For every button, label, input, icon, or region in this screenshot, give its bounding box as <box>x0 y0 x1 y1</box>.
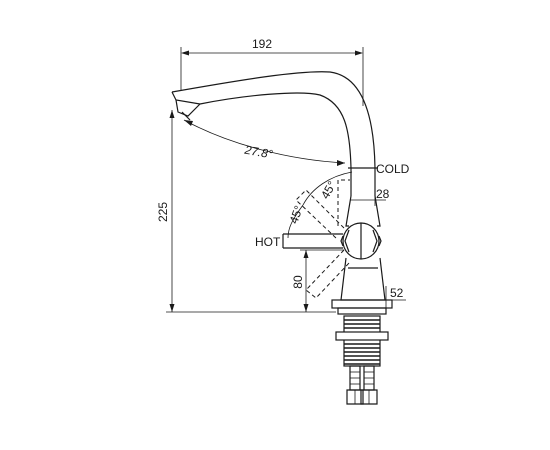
faucet-spout <box>171 71 376 169</box>
handle-lever: HOT <box>255 233 343 249</box>
hot-label: HOT <box>255 235 281 249</box>
dimension-192: 192 <box>180 37 364 106</box>
angle-27-8-label: 27.8° <box>243 143 274 162</box>
cold-label: COLD <box>376 162 410 176</box>
supply-hoses <box>346 365 378 405</box>
threaded-shank <box>335 315 389 367</box>
dimension-225: 225 <box>156 110 336 313</box>
dimension-225-label: 225 <box>156 202 170 222</box>
dimension-52-label: 52 <box>390 286 404 300</box>
angle-45-cold-label: 45° <box>318 178 339 201</box>
cold-indicator: COLD 28 <box>350 162 410 206</box>
dimension-28-label: 28 <box>376 187 390 201</box>
dimension-80: 80 <box>291 249 344 312</box>
dimension-80-label: 80 <box>291 275 305 289</box>
dimension-192-label: 192 <box>252 37 272 51</box>
dimension-52: 52 <box>384 286 406 308</box>
angle-27-8: 27.8° <box>183 119 346 166</box>
faucet-body <box>331 167 393 315</box>
angle-45-hot-label: 45° <box>287 204 306 226</box>
handle-knob <box>340 222 382 260</box>
